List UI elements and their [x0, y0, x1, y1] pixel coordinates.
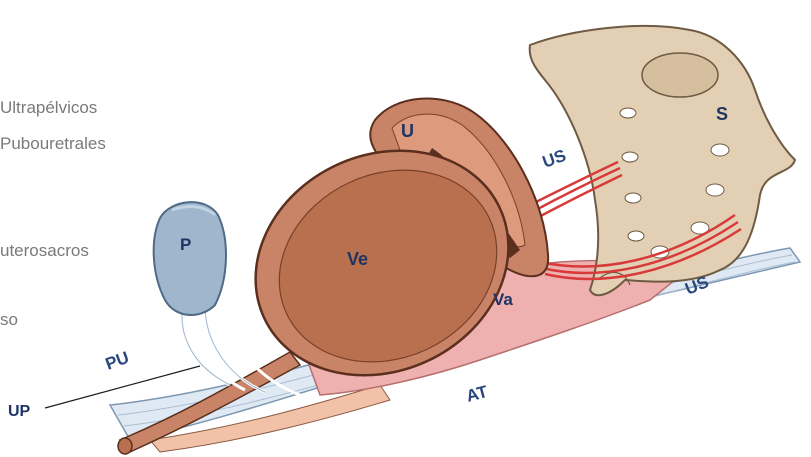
pubis-bone — [154, 202, 226, 315]
label-PU: PU — [103, 348, 132, 374]
label-S: S — [716, 104, 728, 124]
label-Ve: Ve — [347, 249, 368, 269]
label-AT: AT — [464, 382, 490, 406]
label-P: P — [180, 235, 191, 254]
label-US-top: US — [540, 146, 569, 172]
label-UP: UP — [8, 403, 31, 420]
label-U: U — [401, 121, 414, 141]
label-Va: Va — [493, 290, 513, 309]
